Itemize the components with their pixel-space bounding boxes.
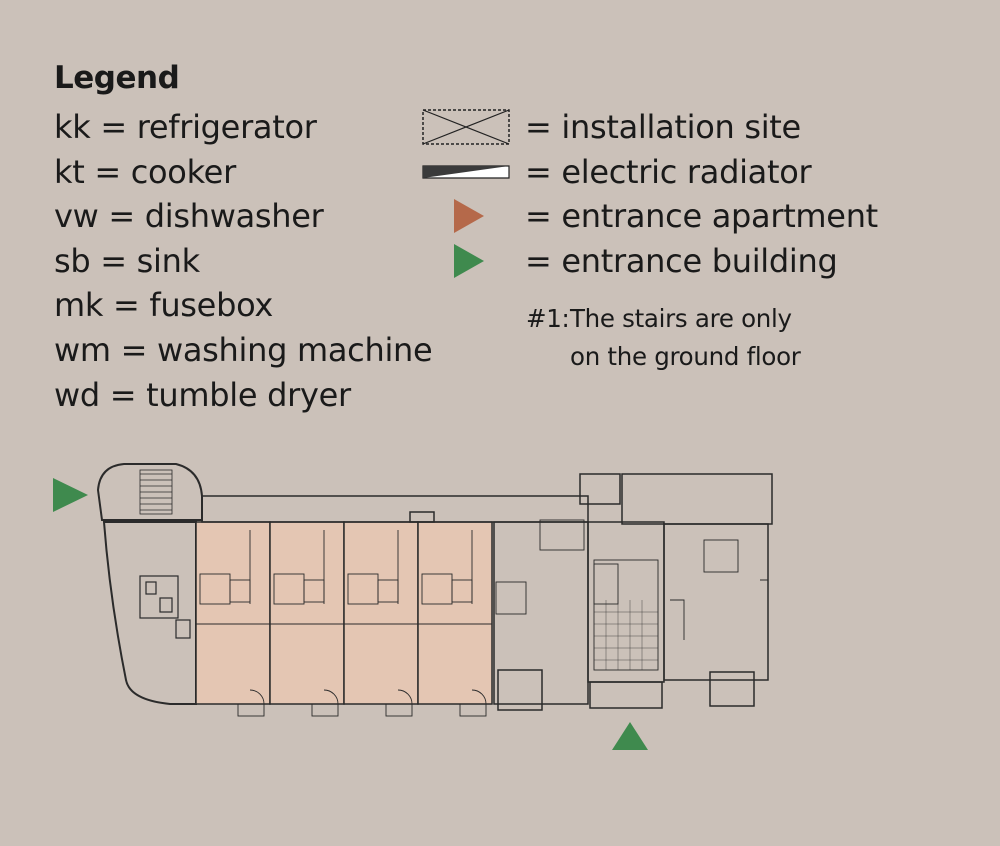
abbr-item-wm: wm = washing machine <box>54 330 433 369</box>
electric-radiator-label: = electric radiator <box>525 152 812 191</box>
entrance-building-icon <box>420 239 512 284</box>
abbr-item-vw: vw = dishwasher <box>54 197 324 236</box>
abbr-item-mk: mk = fusebox <box>54 286 274 325</box>
electric-radiator-icon <box>420 150 512 195</box>
note-line-1: The stairs are only <box>570 304 792 333</box>
west-bathroom <box>139 575 179 619</box>
entrance-building-label: = entrance building <box>525 241 838 280</box>
unit-interiors <box>196 530 492 717</box>
central-core <box>587 521 665 683</box>
apartment-unit-1 <box>195 521 271 705</box>
abbr-item-sb: sb = sink <box>54 241 200 280</box>
apartment-units <box>195 521 493 705</box>
installation-site-icon <box>420 105 512 150</box>
apartment-unit-2 <box>269 521 345 705</box>
apartment-unit-3 <box>343 521 419 705</box>
entrance-building-marker-south <box>612 722 648 750</box>
core-grid <box>594 600 658 670</box>
abbreviation-list: kk = refrigerator kt = cooker vw = dishw… <box>54 105 433 417</box>
note-line-2: on the ground floor <box>570 342 801 371</box>
entrance-building-marker-west <box>53 478 88 512</box>
legend-title: Legend <box>54 60 180 96</box>
abbr-item-wd: wd = tumble dryer <box>54 375 351 414</box>
entrance-apartment-label: = entrance apartment <box>525 197 878 236</box>
east-unit-1 <box>493 521 589 705</box>
abbr-item-kt: kt = cooker <box>54 152 236 191</box>
stairs-note: #1:The stairs are only on the ground flo… <box>526 300 801 376</box>
apartment-unit-4 <box>417 521 493 705</box>
installation-site-label: = installation site <box>525 108 801 146</box>
entrance-apartment-icon <box>420 194 512 239</box>
stair-tower-outline <box>96 463 203 521</box>
east-unit-2 <box>663 523 769 681</box>
north-corridor <box>201 495 589 523</box>
stair-treads <box>139 469 173 515</box>
core-stairs-room <box>593 559 659 671</box>
abbr-item-kk: kk = refrigerator <box>54 108 317 146</box>
core-entrance <box>589 681 663 709</box>
note-label: #1: <box>526 304 570 333</box>
west-room-outline <box>102 521 197 705</box>
